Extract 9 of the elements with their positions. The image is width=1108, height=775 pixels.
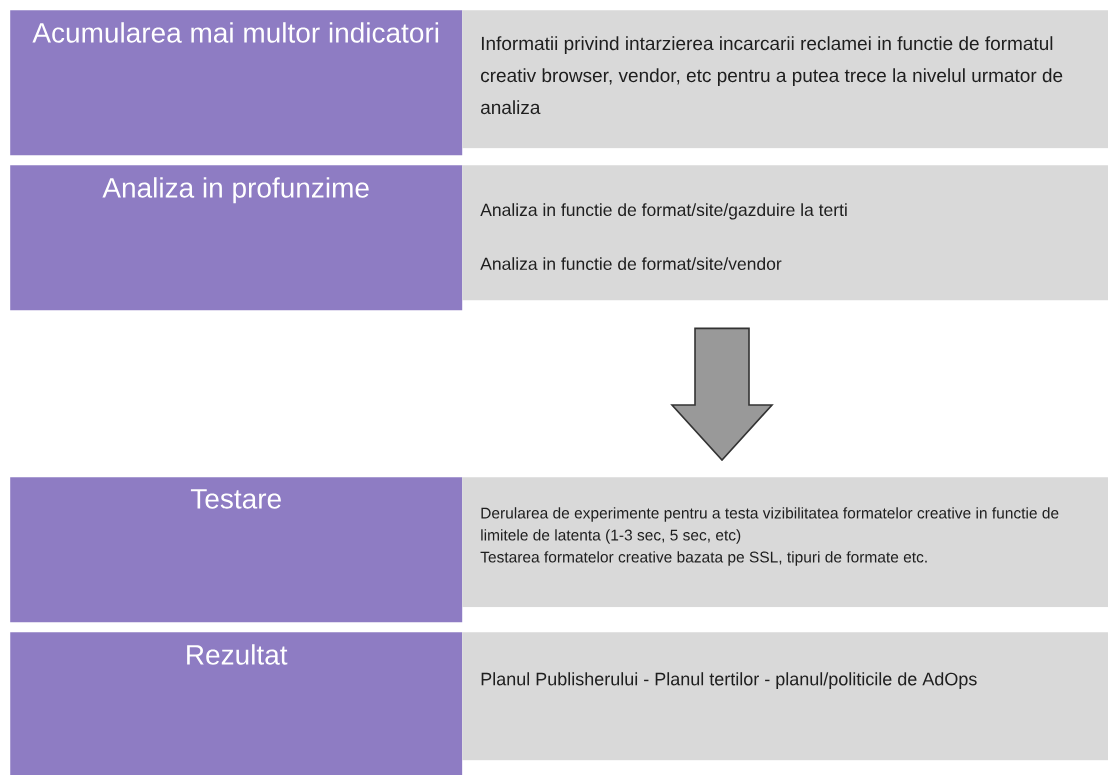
block-arrow — [670, 327, 774, 462]
stage-box: Analiza in profunzime — [10, 165, 463, 311]
description-box: Informatii privind intarzierea incarcarii reclamei in functie de formatul creativ browser, vendor, etc pentru a putea trece la nivelul urmator de analiza — [462, 10, 1108, 149]
stage-box: Testare — [10, 477, 463, 623]
description-box: Analiza in functie de format/site/gazduire la terti Analiza in functie de format/site/vendor — [462, 165, 1108, 301]
description-box: Derularea de experimente pentru a testa vizibilitatea formatelor creative in functie de limitele de latenta (1-3 sec, 5 sec, etc) Testarea formatelor creative bazata pe SSL, tipuri de formate etc. — [462, 477, 1108, 608]
description-box: Planul Publisherului - Planul tertilor - planul/politicile de AdOps — [462, 632, 1108, 761]
stage-box: Acumularea mai multor indicatori — [10, 10, 463, 156]
stage-box: Rezultat — [10, 632, 463, 775]
